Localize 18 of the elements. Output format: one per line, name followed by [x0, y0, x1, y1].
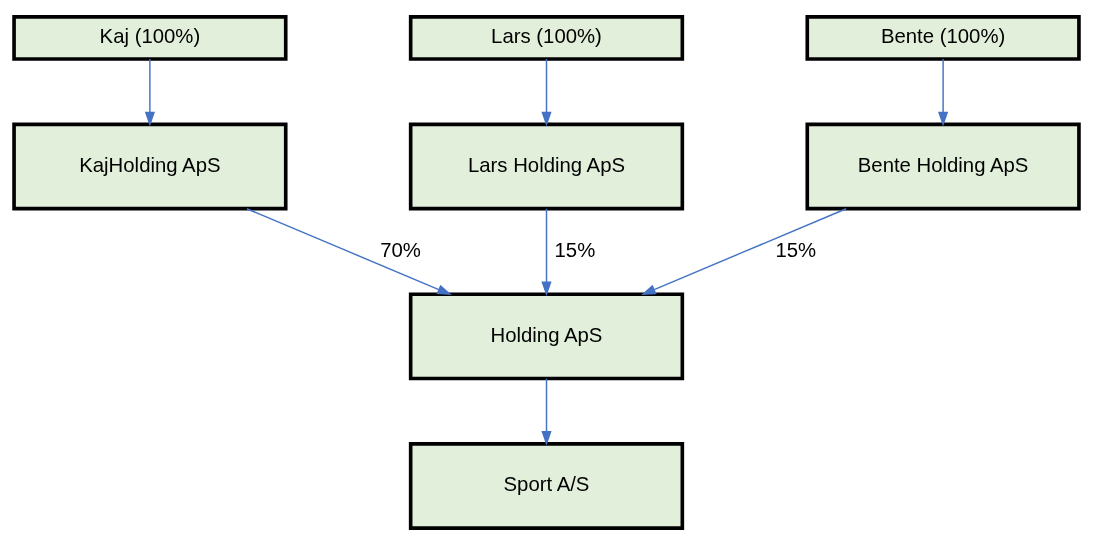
node-box: Kaj (100%) — [12, 15, 288, 61]
arrow — [938, 58, 949, 127]
arrow — [541, 378, 552, 446]
node-box: Bente Holding ApS — [805, 122, 1081, 211]
arrow — [541, 208, 552, 297]
edge-label: 15% — [775, 238, 817, 261]
node-box: Bente (100%) — [805, 15, 1081, 61]
edge-label: 15% — [554, 238, 596, 261]
node-box: Holding ApS — [408, 292, 685, 381]
node-box: Lars Holding ApS — [408, 122, 685, 211]
arrow — [641, 208, 847, 296]
arrow — [246, 208, 452, 296]
node-box: Lars (100%) — [408, 15, 685, 61]
node-box: Sport A/S — [408, 442, 685, 530]
node-box: KajHolding ApS — [12, 122, 288, 211]
arrow — [541, 58, 552, 127]
arrow — [144, 58, 155, 127]
edge-label: 70% — [380, 238, 421, 261]
